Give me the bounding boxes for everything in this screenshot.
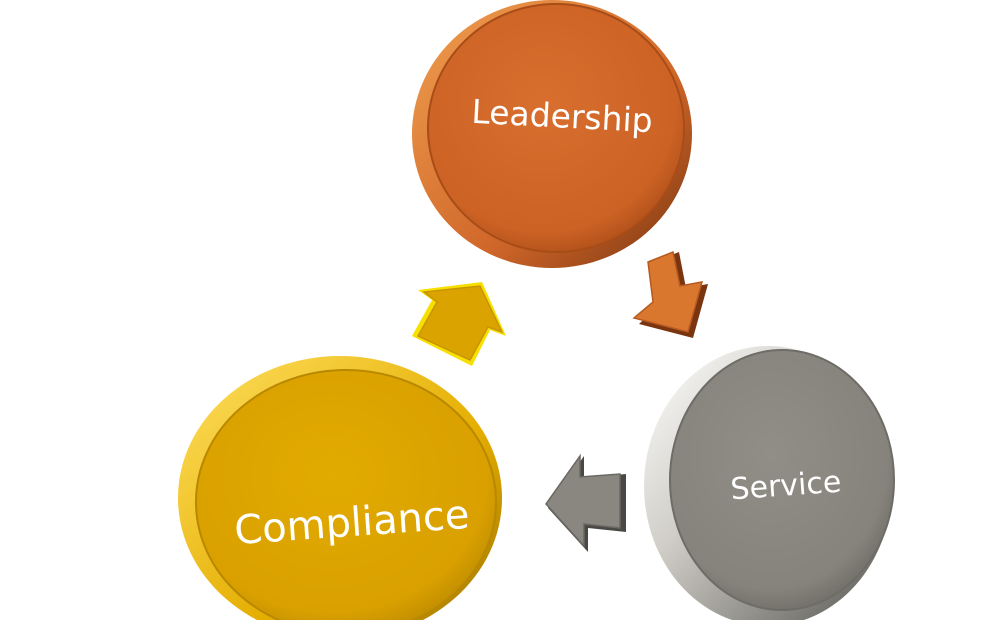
node-compliance-face	[195, 369, 497, 620]
arrow-service-to-compliance	[545, 453, 626, 552]
arrow-compliance-to-leadership	[412, 282, 506, 366]
node-service-label: Service	[729, 465, 842, 508]
arrow-service-to-compliance-face	[545, 453, 621, 548]
node-service: Service	[644, 346, 895, 620]
arrow-compliance-to-leadership-face	[416, 285, 504, 361]
node-leadership: Leadership	[412, 0, 692, 268]
node-service-face	[669, 349, 895, 611]
node-compliance: Compliance	[178, 356, 502, 620]
arrow-leadership-to-service	[632, 250, 708, 338]
node-leadership-face	[427, 3, 685, 253]
node-leadership-label: Leadership	[471, 92, 654, 140]
arrow-leadership-to-service-face	[632, 250, 704, 333]
